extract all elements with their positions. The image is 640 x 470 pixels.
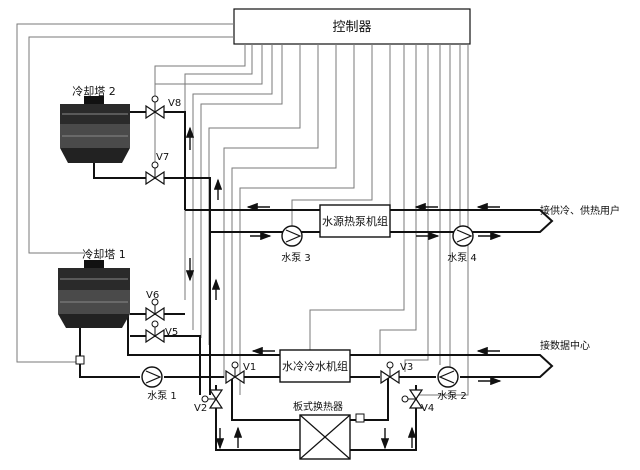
pump-1-label: 水泵 1	[147, 390, 177, 402]
cooling-tower-2: 冷却塔 2	[60, 85, 130, 163]
heat-pump-unit: 水源热泵机组	[319, 204, 391, 238]
external-lines	[510, 209, 554, 378]
cooling-tower-1-label: 冷却塔 1	[82, 248, 126, 261]
valve-v8-label: V8	[168, 98, 181, 109]
plate-heat-exchanger: 板式换热器	[293, 400, 351, 460]
pump-1: 水泵 1	[141, 366, 177, 402]
pump-4: 水泵 4	[447, 225, 477, 264]
plate-hx-label: 板式换热器	[293, 400, 343, 413]
sensor-tower-1	[75, 355, 85, 365]
valve-v5: V5	[145, 320, 178, 344]
heat-pump-label: 水源热泵机组	[322, 214, 388, 228]
heating-users-label: 接供冷、供热用户	[540, 204, 620, 217]
data-center-label: 接数据中心	[540, 339, 590, 352]
cooling-tower-1: 冷却塔 1	[58, 248, 130, 328]
valve-v4-label: V4	[421, 403, 434, 414]
chiller-unit: 水冷冷水机组	[279, 349, 351, 383]
controller-label: 控制器	[332, 20, 371, 35]
pump-3: 水泵 3	[281, 225, 311, 264]
valve-v7-label: V7	[156, 152, 169, 163]
chiller-label: 水冷冷水机组	[282, 359, 348, 373]
valve-v6: V6	[145, 290, 165, 322]
valve-v3: V3	[380, 361, 413, 385]
valve-v2-label: V2	[194, 403, 207, 414]
valve-v6-label: V6	[146, 290, 159, 301]
valve-v8: V8	[145, 95, 181, 120]
valve-v5-label: V5	[165, 327, 178, 338]
sensor-plate-hx	[355, 413, 365, 423]
pump-2-label: 水泵 2	[437, 390, 467, 402]
valve-v2: V2	[194, 389, 224, 414]
valve-v4: V4	[401, 389, 434, 414]
pump-2: 水泵 2	[437, 366, 467, 402]
valve-v3-label: V3	[400, 362, 413, 373]
flow-arrows	[185, 126, 502, 450]
pump-3-label: 水泵 3	[281, 252, 311, 264]
valve-v1-label: V1	[243, 362, 256, 373]
valve-v1: V1	[225, 361, 256, 385]
cooling-tower-2-label: 冷却塔 2	[72, 85, 116, 98]
control-wiring	[16, 23, 469, 396]
pump-4-label: 水泵 4	[447, 252, 477, 264]
controller: 控制器	[233, 8, 471, 45]
valve-v7: V7	[145, 152, 169, 186]
